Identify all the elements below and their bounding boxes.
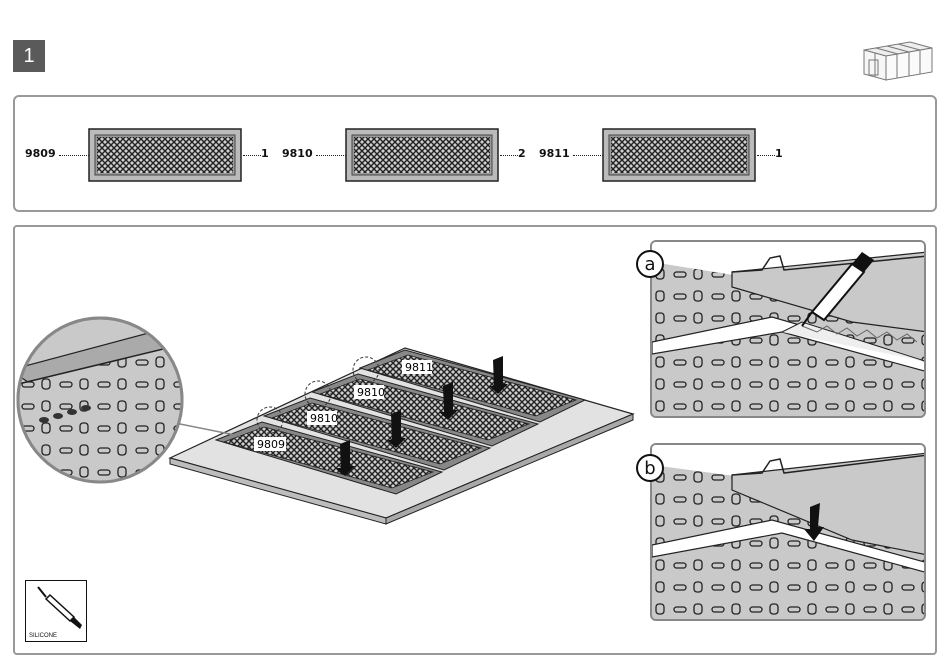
svg-text:9810: 9810 bbox=[310, 412, 338, 425]
silicone-tube-icon bbox=[26, 581, 86, 633]
silicone-tool-box: SILICONE bbox=[25, 580, 87, 642]
plate-label-9809: 9809 bbox=[254, 437, 286, 451]
detail-panel-b bbox=[650, 443, 926, 621]
svg-text:9810: 9810 bbox=[357, 386, 385, 399]
svg-text:9809: 9809 bbox=[257, 438, 285, 451]
plate-label-9811: 9811 bbox=[402, 360, 433, 374]
plate-label-9810: 9810 bbox=[354, 385, 385, 399]
svg-text:9811: 9811 bbox=[405, 361, 433, 374]
detail-panel-a bbox=[650, 240, 926, 418]
detail-letter-b: b bbox=[636, 454, 664, 482]
silicone-label: SILICONE bbox=[29, 633, 57, 639]
detail-letter-a: a bbox=[636, 250, 664, 278]
plate-label-9810: 9810 bbox=[307, 411, 338, 425]
